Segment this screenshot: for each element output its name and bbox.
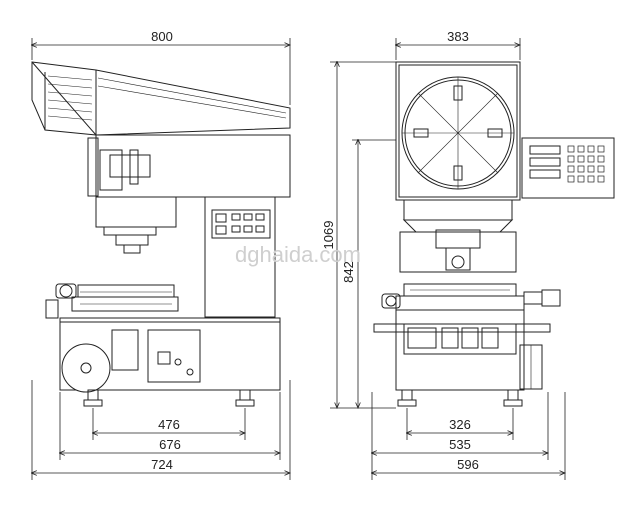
digital-readout — [521, 137, 615, 199]
dim-side-base-mid: 676 — [159, 437, 181, 452]
dim-front-height-base: 842 — [341, 261, 356, 283]
dim-side-width-top: 800 — [151, 29, 173, 44]
front-view — [373, 61, 615, 407]
side-view — [31, 61, 291, 407]
dim-front-width-top: 383 — [447, 29, 469, 44]
dimension-lines — [32, 38, 565, 480]
dim-front-overall: 596 — [457, 457, 479, 472]
dim-side-feet-inner: 476 — [158, 417, 180, 432]
dim-front-height-total: 1069 — [321, 221, 336, 250]
dim-front-base-mid: 535 — [449, 437, 471, 452]
dim-side-overall: 724 — [151, 457, 173, 472]
dim-front-feet-inner: 326 — [449, 417, 471, 432]
watermark-text: dghaida.com — [235, 242, 361, 267]
